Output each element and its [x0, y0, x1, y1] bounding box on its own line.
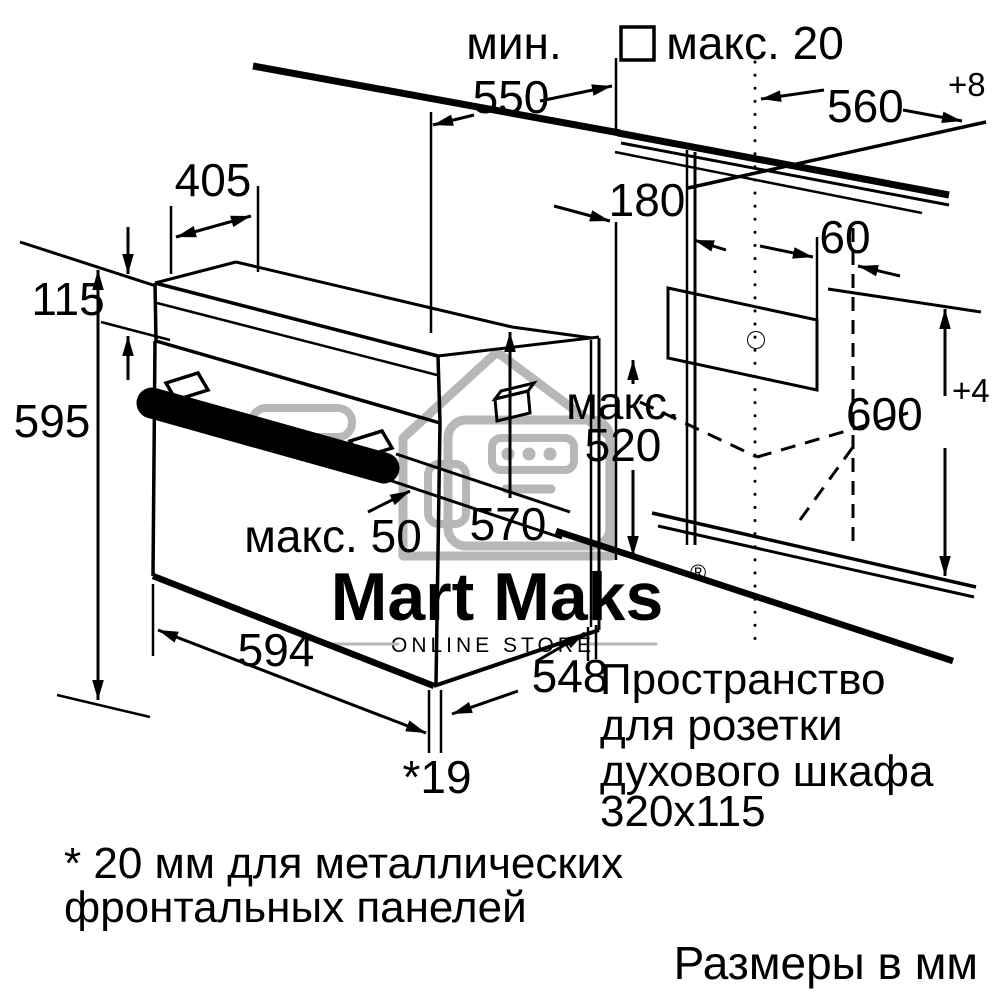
oven-top-back-right-edge — [511, 325, 593, 340]
dimension-arrows — [92, 84, 963, 735]
dim-405: 405 — [175, 154, 252, 206]
socket-note-line2: для розетки — [600, 701, 843, 750]
front-gap-line-lower — [388, 478, 563, 540]
oven-door-left-edge — [151, 340, 157, 577]
arrow-60-right — [857, 264, 901, 278]
worktop-front-underedge — [620, 141, 950, 207]
worktop-front-edge — [617, 129, 950, 199]
arrow-548-right — [536, 631, 586, 663]
oven-panel-inner-line — [156, 301, 438, 377]
dim-600-tolerance: +4 — [952, 372, 990, 409]
counter-underside-left-line — [19, 240, 157, 288]
arrow-180-left — [553, 204, 611, 223]
dim-19: *19 — [402, 751, 471, 803]
oven-top-back-left-edge — [154, 260, 237, 285]
niche-shelf-front-edge — [651, 511, 977, 589]
oven-side-top-edge — [437, 335, 600, 358]
dim-max50: макс. 50 — [244, 510, 422, 562]
dim-min550-label: мин. — [466, 17, 562, 69]
dim-max520-label: макс. — [566, 377, 680, 429]
tick-115-bottom — [100, 320, 171, 342]
front-gap-line-upper — [395, 452, 571, 514]
watermark-control-panel-icon — [488, 434, 578, 474]
extension-lines — [56, 25, 656, 753]
watermark-knob-dot-1 — [501, 447, 515, 461]
oven-top-back-edge — [235, 260, 513, 329]
niche-hidden-edge-right — [756, 411, 909, 459]
base-cabinet-bottom-edge — [554, 527, 955, 665]
arrow-548-left — [451, 689, 519, 716]
arrow-60-left — [759, 244, 814, 259]
socket-space-hatched-area — [666, 286, 819, 392]
dim-max520-value: 520 — [585, 419, 662, 471]
niche-hidden-edge-corner — [798, 446, 855, 521]
arrow-550-left — [432, 113, 475, 127]
dim-600: 600 — [846, 388, 923, 440]
arrow-560-left — [760, 88, 825, 102]
arrow-max50-leader — [367, 489, 411, 514]
dim-560: 560 — [827, 80, 904, 132]
dim-560-tolerance: +8 — [948, 66, 986, 103]
footnote-line1: * 20 мм для металлических — [64, 839, 623, 888]
dim-595: 595 — [14, 395, 91, 447]
dim-60: 60 — [819, 211, 870, 263]
oven-panel-left-edge — [153, 282, 158, 342]
socket-point-dot — [747, 331, 765, 349]
footnote-line2: фронтальных панелей — [64, 883, 527, 932]
niche-top-reference-edge — [827, 287, 982, 314]
door-handle-bar — [140, 391, 396, 480]
units-note: Размеры в мм — [674, 937, 978, 989]
worktop-top-left-edge — [252, 62, 621, 137]
dim-min550-value: 550 — [473, 71, 550, 123]
arrow-180-right — [693, 238, 727, 252]
arrow-560-right — [902, 108, 963, 124]
dim-570: 570 — [470, 498, 547, 550]
watermark-brand-text: Mart Maks — [331, 559, 664, 635]
watermark-knob-dot-2 — [522, 447, 536, 461]
arrow-405 — [175, 214, 252, 239]
dimension-labels: мин. 550 макс. 20 560 +8 405 180 60 115 … — [14, 17, 990, 803]
terminal-box-top — [491, 380, 538, 402]
oven-panel-bottom-edge — [155, 339, 441, 425]
niche-shelf-under-edge — [657, 524, 975, 599]
dim-115: 115 — [31, 273, 104, 325]
cabinet-back-top-edge — [687, 120, 987, 190]
dim-548: 548 — [532, 650, 609, 702]
oven-panel-right-edge — [436, 355, 442, 424]
dim-180: 180 — [609, 174, 686, 226]
watermark-knob-dot-3 — [543, 447, 557, 461]
niche-hidden-edge-left — [639, 400, 758, 459]
oven-door-right-edge — [434, 422, 442, 685]
socket-note-line4: 320x115 — [600, 787, 766, 836]
dim-594: 594 — [238, 624, 315, 676]
dim-max20: макс. 20 — [666, 17, 844, 69]
socket-note-line3: духового шкафа — [600, 747, 934, 796]
arrow-550-right — [539, 84, 613, 103]
worktop-strip-line — [614, 150, 923, 215]
square-symbol-max20 — [619, 25, 656, 62]
watermark-oven-body-icon — [443, 415, 615, 551]
arrow-594 — [157, 628, 427, 735]
tick-595-bottom — [56, 693, 151, 719]
oven-panel-top-edge — [154, 281, 439, 358]
structure-lines — [19, 60, 987, 665]
socket-note-line1: Пространство — [600, 655, 885, 704]
notes: Пространство для розетки духового шкафа … — [64, 655, 978, 989]
